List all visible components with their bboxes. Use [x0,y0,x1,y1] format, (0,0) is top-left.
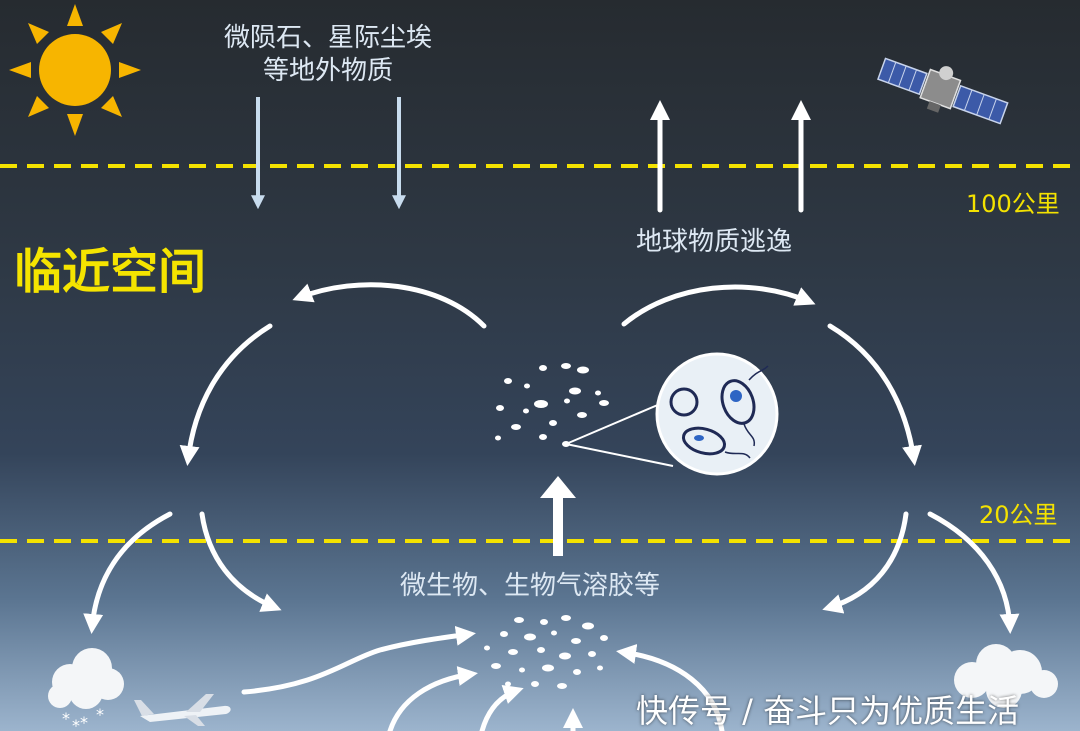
particle-cloud-lower [484,615,608,689]
surface-flow-arrow [241,625,476,695]
near-space-label: 临近空间 [14,244,207,300]
descend-arrow [83,511,173,634]
descend-arrow [822,511,909,614]
surface-flow-arrow [616,644,725,731]
altitude-20km-label: 20公里 [979,501,1058,529]
altitude-100km-label: 100公里 [966,190,1060,218]
descend-arrow [199,511,282,612]
satellite-icon [877,57,1009,125]
circulation-arrow [292,282,487,329]
cloud-icon [954,644,1058,708]
surface-flow-arrow [387,666,478,731]
sun-icon [9,4,141,136]
circulation-arrow [179,323,273,466]
watermark: 快传号 / 奋斗只为优质生活 [636,692,1020,730]
circulation-arrow [621,284,816,327]
uplift-arrow [540,476,576,556]
circulation-arrow [827,323,922,466]
svg-text:*: * [72,716,80,731]
surface-flow-arrow [479,684,524,731]
microbes-label: 微生物、生物气溶胶等 [400,571,661,601]
earth-escape-label: 地球物质逃逸 [636,227,793,257]
airplane-icon [134,694,231,726]
microbe-cells-icon [655,352,779,476]
svg-text:*: * [96,705,104,724]
snow-icon: **** [62,705,104,731]
particle-cloud-upper [495,363,609,447]
svg-text:*: * [80,713,88,731]
meteoric-matter-label: 微陨石、星际尘埃 等地外物质 [223,23,432,86]
svg-text:*: * [62,709,70,728]
cloud-icon [48,648,124,709]
descend-arrow [927,511,1020,634]
